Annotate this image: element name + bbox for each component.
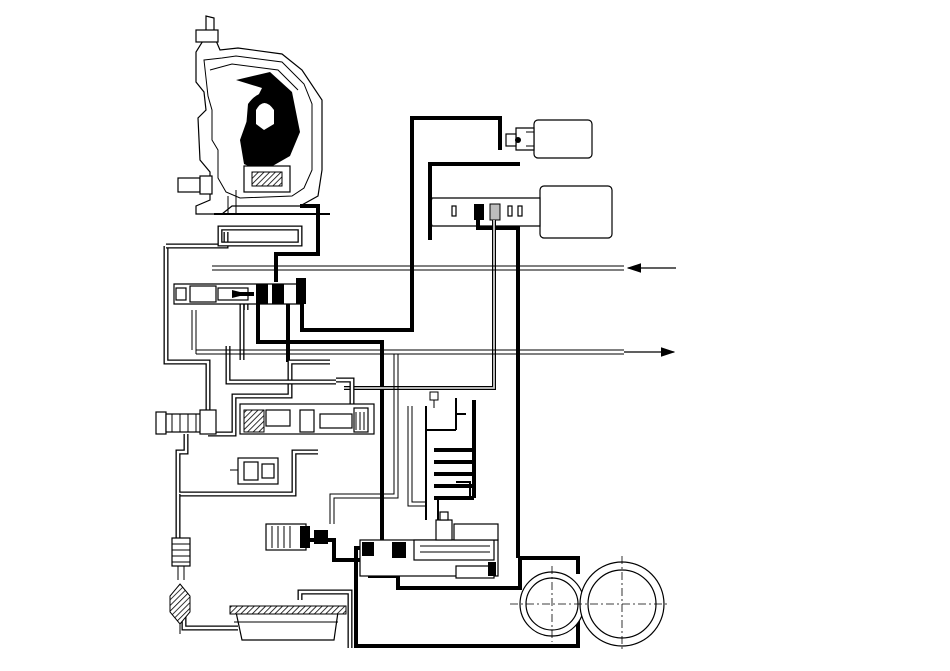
lower-spool-valve xyxy=(265,523,328,551)
valve-body-block xyxy=(425,391,471,520)
signal-lines xyxy=(191,265,624,524)
actuator-cylinder xyxy=(505,119,593,159)
pressure-valve xyxy=(230,457,279,485)
torque-converter xyxy=(177,15,330,215)
strainer xyxy=(169,583,191,634)
secondary-spool-valve xyxy=(239,403,375,435)
filter xyxy=(171,537,191,580)
relief-valve xyxy=(155,409,217,435)
main-spool-valve xyxy=(173,278,306,305)
lubrication-channels xyxy=(163,220,496,648)
solenoid-control-unit xyxy=(429,185,613,239)
oil-sump xyxy=(229,605,347,641)
gear-pump xyxy=(510,556,670,652)
right-spool-valve xyxy=(359,511,499,579)
pressure-lines xyxy=(256,116,580,648)
